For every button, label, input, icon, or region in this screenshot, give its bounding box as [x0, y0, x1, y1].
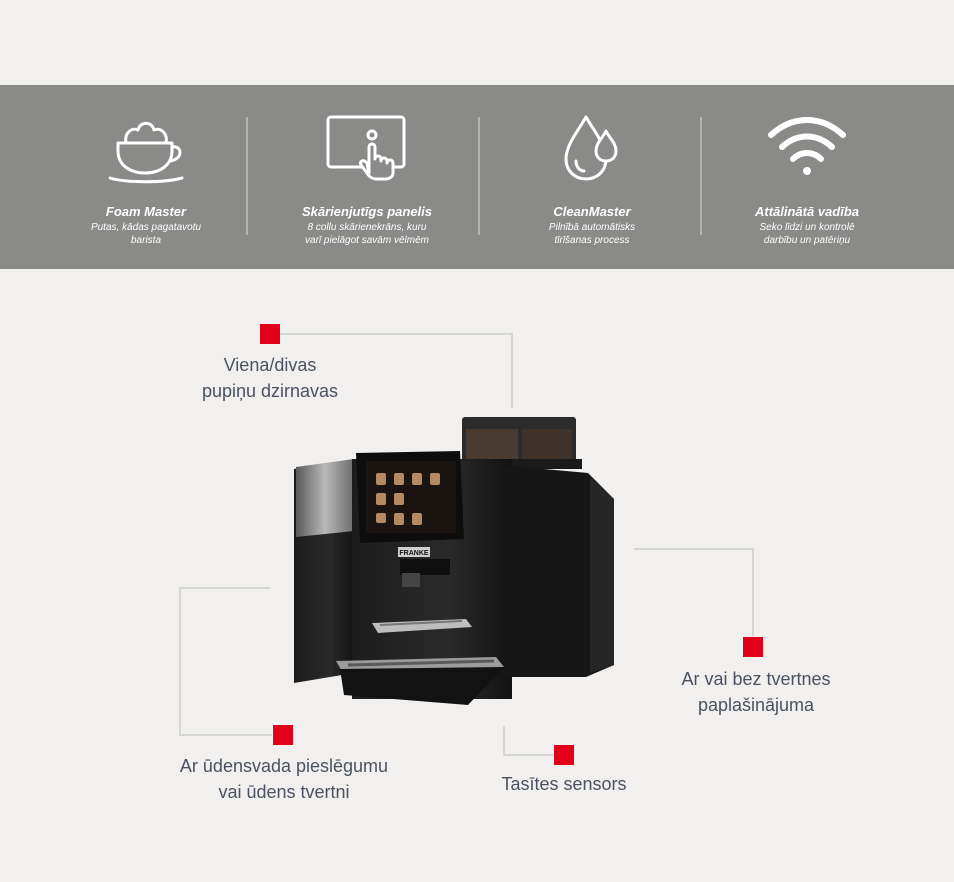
feature-title: Skārienjutīgs panelis	[301, 204, 433, 219]
marker-water	[273, 725, 293, 745]
feature-subtitle: 8 collu skārienekrāns, kuru varī pielāgo…	[305, 222, 429, 246]
marker-extension	[743, 637, 763, 657]
feature-subtitle: Seko līdzi un kontrolē darbību un patēri…	[759, 222, 855, 246]
callout-water: Ar ūdensvada pieslēgumu vai ūdens tvertn…	[179, 756, 389, 802]
marker-cup-sensor	[554, 745, 574, 765]
marker-grinder	[260, 324, 280, 344]
callout-cup-sensor: Tasītes sensors	[501, 774, 627, 794]
divider	[700, 117, 702, 235]
divider	[246, 117, 248, 235]
callout-grinder: Viena/divas pupiņu dzirnavas	[201, 355, 339, 401]
touch-screen-icon	[325, 113, 409, 186]
features-band: Foam Master Putas, kādas pagatavotu bari…	[0, 85, 954, 269]
feature-subtitle: Pilnībā automātisks tīrīšanas process	[548, 222, 636, 246]
callout-extension: Ar vai bez tvertnes paplašinājuma	[681, 669, 831, 715]
feature-foam-master: Foam Master Putas, kādas pagatavotu bari…	[66, 85, 226, 269]
feature-subtitle: Putas, kādas pagatavotu barista	[90, 222, 202, 246]
feature-title: Attālinātā vadība	[754, 204, 860, 219]
brand-plate: FRANKE	[399, 550, 428, 557]
feature-title: Foam Master	[105, 204, 187, 219]
feature-touch-panel: Skārienjutīgs panelis 8 collu skārienekr…	[272, 85, 462, 269]
wifi-icon	[765, 113, 849, 186]
feature-title: CleanMaster	[553, 204, 631, 219]
divider	[478, 117, 480, 235]
feature-cleanmaster: CleanMaster Pilnībā automātisks tīrīšana…	[514, 85, 670, 269]
coffee-machine-image: FRANKE	[294, 417, 614, 705]
water-drops-icon	[562, 113, 622, 190]
feature-remote-control: Attālinātā vadība Seko līdzi un kontrolē…	[728, 85, 886, 269]
cappuccino-cup-icon	[106, 113, 186, 190]
